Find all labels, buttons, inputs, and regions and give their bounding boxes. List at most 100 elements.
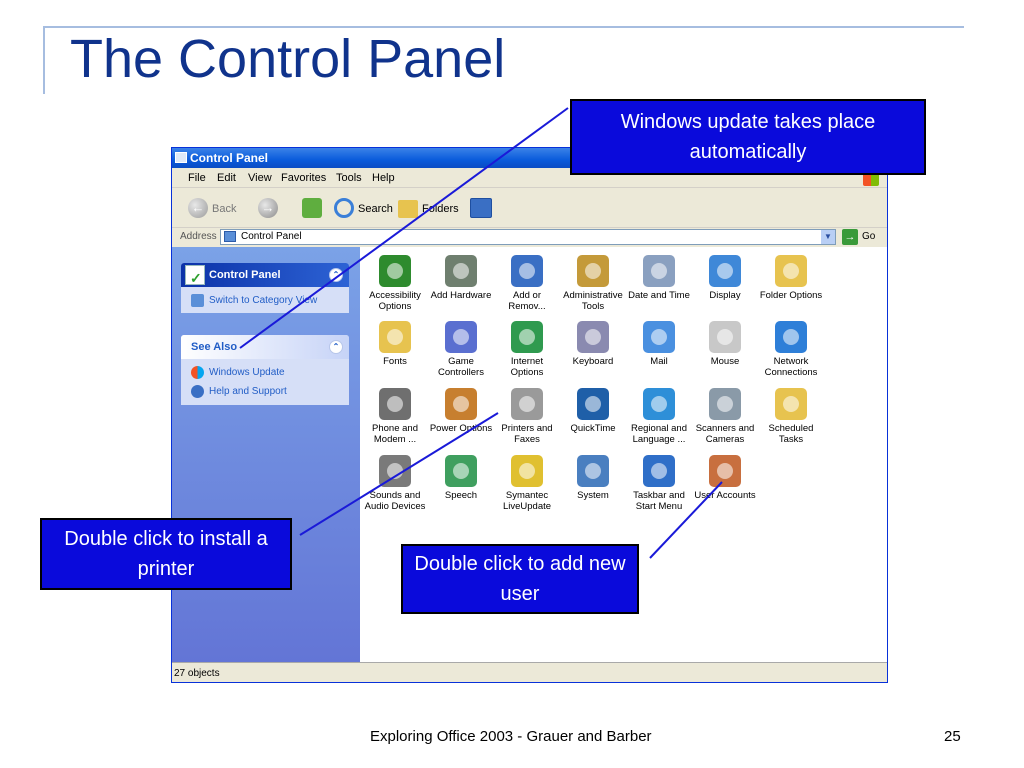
callout-add-user-text: Double click to add new user (414, 553, 626, 605)
panel1-item-label: Switch to Category View (209, 295, 318, 306)
item-add-hardware[interactable]: Add Hardware (428, 251, 494, 317)
address-label: Address (180, 231, 217, 242)
address-bar: Address Control Panel ▼ → Go (172, 228, 887, 246)
item-quicktime[interactable]: QuickTime (560, 384, 626, 450)
panel2-title: See Also (191, 341, 238, 353)
go-button[interactable]: → Go (842, 229, 875, 245)
item-folder-options[interactable]: Folder Options (758, 251, 824, 317)
search-button[interactable]: Search (358, 203, 393, 215)
views-icon[interactable] (470, 198, 492, 218)
quicktime-icon (577, 388, 609, 420)
address-input[interactable]: Control Panel ▼ (220, 229, 836, 245)
globe-icon (511, 321, 543, 353)
see-also-panel-header[interactable]: See Also ⌃ (181, 335, 349, 359)
update-callout-line (239, 107, 569, 349)
slide-footer: Exploring Office 2003 - Grauer and Barbe… (370, 728, 652, 745)
windows-update-link[interactable]: Windows Update (181, 363, 349, 382)
item-date-and-time[interactable]: Date and Time (626, 251, 692, 317)
control-panel-icon (175, 152, 187, 163)
phone-icon (379, 388, 411, 420)
item-system[interactable]: System (560, 451, 626, 517)
item-game-controllers[interactable]: Game Controllers (428, 317, 494, 383)
callout-install-printer: Double click to install a printer (40, 518, 292, 590)
up-folder-icon[interactable] (302, 198, 322, 218)
address-value: Control Panel (241, 231, 302, 242)
item-mouse[interactable]: Mouse (692, 317, 758, 383)
menu-view[interactable]: View (248, 172, 272, 184)
add-remove-programs-icon (511, 255, 543, 287)
item-network-connections[interactable]: Network Connections (758, 317, 824, 383)
item-symantec-liveupdate[interactable]: Symantec LiveUpdate (494, 451, 560, 517)
callout-windows-update-text: Windows update takes place automatically (620, 111, 876, 163)
speech-icon (445, 455, 477, 487)
item-accessibility-options[interactable]: Accessibility Options (362, 251, 428, 317)
folder-options-icon (775, 255, 807, 287)
see-also-panel: See Also ⌃ Windows Update Help and Suppo… (181, 335, 349, 405)
item-printers-and-faxes[interactable]: Printers and Faxes (494, 384, 560, 450)
item-administrative-tools[interactable]: Administrative Tools (560, 251, 626, 317)
printer-callout-line (299, 412, 499, 536)
switch-category-view-link[interactable]: Switch to Category View (181, 291, 349, 310)
scheduled-tasks-folder-icon (775, 388, 807, 420)
item-taskbar-and-start-menu[interactable]: Taskbar and Start Menu (626, 451, 692, 517)
gamepad-icon (445, 321, 477, 353)
chevron-down-icon[interactable]: ▼ (821, 230, 835, 244)
item-user-accounts[interactable]: User Accounts (692, 451, 758, 517)
item-phone-and-modem[interactable]: Phone and Modem ... (362, 384, 428, 450)
category-view-icon (191, 294, 204, 307)
admin-tools-icon (577, 255, 609, 287)
item-keyboard[interactable]: Keyboard (560, 317, 626, 383)
control-panel-icon (224, 231, 236, 242)
slide-decoration-vertical (43, 26, 45, 94)
folders-button[interactable]: Folders (422, 203, 459, 215)
callout-windows-update: Windows update takes place automatically (570, 99, 926, 175)
user-callout-line (649, 481, 723, 559)
menu-favorites[interactable]: Favorites (281, 172, 327, 184)
menu-tools[interactable]: Tools (336, 172, 362, 184)
windows-logo-icon (863, 172, 879, 186)
folders-icon[interactable] (398, 200, 418, 218)
item-speech[interactable]: Speech (428, 451, 494, 517)
control-panel-panel-header[interactable]: Control Panel ⌃ (181, 263, 349, 290)
menu-help[interactable]: Help (372, 172, 395, 184)
task-sidebar: Control Panel ⌃ Switch to Category View … (172, 247, 360, 662)
back-arrow-icon[interactable]: ← (188, 198, 208, 218)
collapse-chevron-icon[interactable]: ⌃ (329, 268, 343, 282)
item-fonts[interactable]: Fonts (362, 317, 428, 383)
toolbar: ← Back → Search Folders (172, 188, 887, 228)
item-scanners-and-cameras[interactable]: Scanners and Cameras (692, 384, 758, 450)
item-power-options[interactable]: Power Options (428, 384, 494, 450)
forward-arrow-icon[interactable]: → (258, 198, 278, 218)
menu-edit[interactable]: Edit (217, 172, 236, 184)
item-mail[interactable]: Mail (626, 317, 692, 383)
slide-decoration-horizontal (43, 26, 964, 28)
network-globe-icon (775, 321, 807, 353)
callout-add-user: Double click to add new user (401, 544, 639, 614)
help-support-link[interactable]: Help and Support (181, 382, 349, 401)
item-scheduled-tasks[interactable]: Scheduled Tasks (758, 384, 824, 450)
search-icon[interactable] (334, 198, 354, 218)
item-add-remove-programs[interactable]: Add or Remov... (494, 251, 560, 317)
collapse-chevron-icon[interactable]: ⌃ (329, 340, 343, 354)
globe-stand-icon (643, 388, 675, 420)
go-arrow-icon: → (842, 229, 858, 245)
mail-icon (643, 321, 675, 353)
taskbar-icon (643, 455, 675, 487)
item-internet-options[interactable]: Internet Options (494, 317, 560, 383)
windows-update-label: Windows Update (209, 367, 285, 378)
slide-title: The Control Panel (70, 29, 506, 89)
windows-update-icon (191, 366, 204, 379)
menu-file[interactable]: File (188, 172, 206, 184)
printer-icon (511, 388, 543, 420)
item-display[interactable]: Display (692, 251, 758, 317)
item-regional-and-language[interactable]: Regional and Language ... (626, 384, 692, 450)
go-label: Go (862, 231, 876, 242)
window-title: Control Panel (190, 151, 269, 165)
control-panel-badge-icon (185, 265, 205, 290)
accessibility-icon (379, 255, 411, 287)
scanner-icon (709, 388, 741, 420)
power-plug-icon (445, 388, 477, 420)
callout-install-printer-text: Double click to install a printer (64, 528, 268, 580)
back-button[interactable]: Back (212, 203, 237, 215)
